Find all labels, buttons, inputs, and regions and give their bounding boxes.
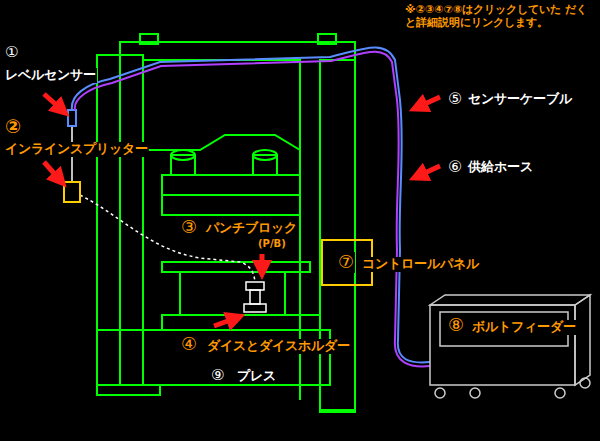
- callout-number: ⑥: [447, 158, 463, 176]
- part-name: 供給ホース: [467, 160, 534, 175]
- punch: [250, 290, 260, 304]
- wheel: [555, 388, 565, 398]
- slide: [162, 175, 300, 215]
- pointer-arrow: [418, 97, 440, 107]
- base-foot: [320, 410, 355, 412]
- note-text: ※②③④⑦⑧はクリックしていた だくと詳細説明にリンクします。: [404, 4, 596, 29]
- pointer-arrow: [44, 162, 60, 180]
- level-sensor: [68, 110, 76, 126]
- part-name: コントロールパネル: [361, 257, 480, 272]
- right-upright: [320, 60, 355, 410]
- left-upright: [97, 55, 143, 385]
- sensor-wire: [80, 195, 255, 282]
- pointer-arrow: [214, 318, 236, 326]
- part-name: ダイスとダイスホルダー: [206, 339, 351, 354]
- pointer-arrow: [44, 94, 62, 110]
- callout-number: ⑦: [337, 252, 355, 273]
- part-abbreviation: (P/B): [257, 238, 287, 250]
- part-name: ボルトフィーダー: [471, 320, 577, 335]
- part-name: レベルセンサー: [4, 68, 97, 83]
- base-foot: [97, 385, 160, 395]
- callout-number: ②: [4, 116, 22, 138]
- punch-block: [246, 282, 264, 290]
- die-holder: [244, 304, 266, 312]
- crown-lug: [318, 34, 336, 44]
- cylinder: [253, 155, 277, 175]
- callout-number: ④: [180, 334, 198, 355]
- wheel: [580, 378, 590, 388]
- wheel: [470, 388, 480, 398]
- part-name: センサーケーブル: [467, 92, 573, 107]
- callout-number: ⑨: [210, 367, 225, 384]
- crown-front: [143, 60, 300, 150]
- pointer-arrow: [260, 254, 265, 270]
- part-name: プレス: [236, 369, 277, 384]
- sensor-cable: [72, 47, 430, 362]
- supply-hose: [75, 52, 430, 367]
- inline-splitter: [64, 182, 80, 202]
- callout-number: ①: [4, 44, 19, 61]
- crown-lug: [140, 34, 158, 44]
- upper-die-plate: [162, 262, 310, 272]
- crown-bottom: [143, 135, 300, 150]
- pointer-arrow: [418, 166, 440, 176]
- part-name: パンチブロック: [205, 221, 298, 236]
- feeder-top: [430, 295, 590, 305]
- feeder-front: [430, 305, 575, 385]
- callout-number: ⑤: [447, 90, 463, 108]
- guide-post: [284, 272, 286, 315]
- part-name: インラインスプリッター: [4, 142, 149, 157]
- cylinder: [171, 155, 195, 175]
- callout-number: ③: [180, 217, 198, 238]
- callout-number: ⑧: [447, 315, 465, 336]
- wheel: [435, 388, 445, 398]
- feeder-side: [575, 295, 590, 385]
- bolster: [162, 315, 320, 330]
- slide-edge: [162, 194, 300, 196]
- guide-post: [179, 272, 181, 315]
